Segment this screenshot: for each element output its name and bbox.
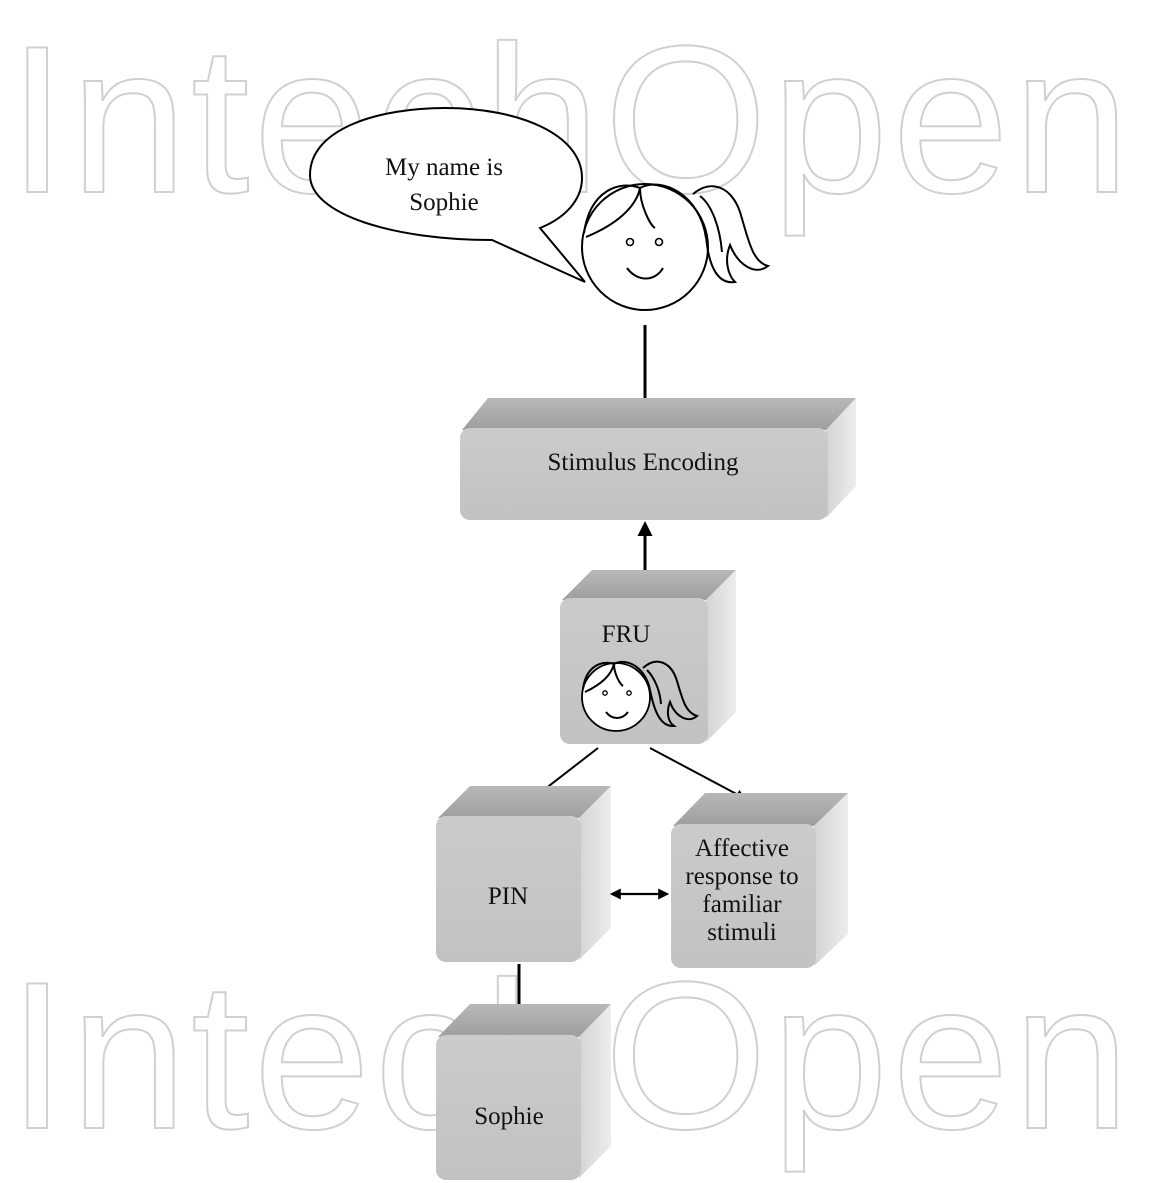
fru-label: FRU [602,621,651,648]
girl-face-icon [581,183,771,311]
watermark-bottom: IntechOpen [8,938,1134,1173]
watermark-top: IntechOpen [8,2,1134,237]
arrow-fru-to-affective [649,747,746,799]
bubble-line-2: Sophie [409,189,478,216]
speech-bubble: My name is Sophie [308,106,586,283]
pin-label: PIN [488,883,528,910]
sophie-output-label: Sophie [474,1103,543,1130]
sophie-output-box: Sophie [436,1004,611,1180]
affective-line-3: familiar [702,891,782,918]
pin-box: PIN [436,786,611,962]
affective-line-4: stimuli [707,919,777,946]
affective-line-2: response to [685,863,798,890]
small-girl-face-icon [581,660,699,732]
fru-box: FRU [560,570,736,744]
stimulus-encoding-label: Stimulus Encoding [548,449,739,476]
affective-response-box: Affective response to familiar stimuli [671,793,848,968]
stimulus-encoding-box: Stimulus Encoding [460,398,856,520]
affective-line-1: Affective [695,835,789,862]
bubble-line-1: My name is [385,154,503,181]
